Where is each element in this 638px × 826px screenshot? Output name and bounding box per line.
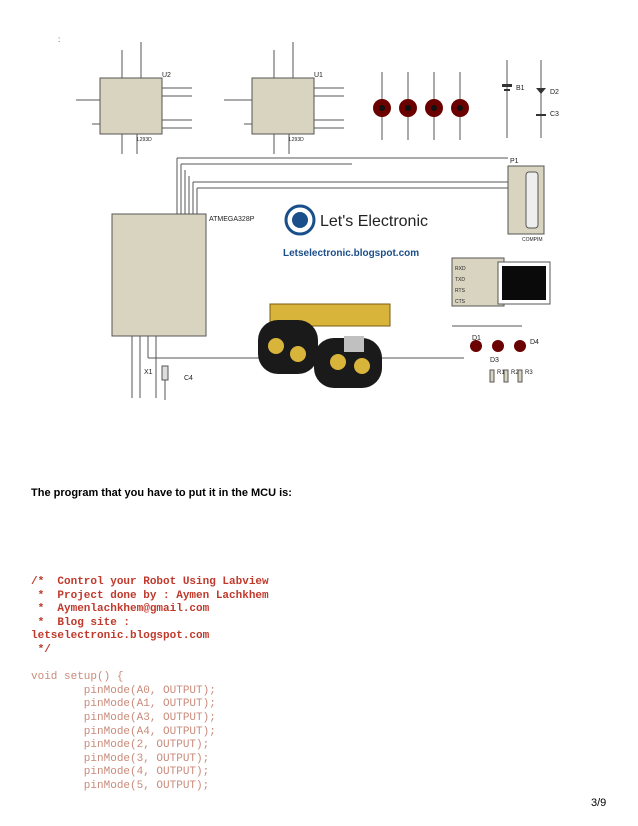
circuit-schematic: : U2 L293D U1 L293D (58, 35, 559, 400)
chip-u2-part: L293D (137, 137, 152, 143)
code-line: pinMode(A3, OUTPUT); (31, 711, 216, 724)
blog-url: Letselectronic.blogspot.com (283, 248, 419, 259)
motors (373, 72, 469, 140)
cap4-label: C4 (184, 375, 193, 382)
led-d1-label: D1 (472, 335, 481, 342)
chip-u1: U1 L293D (224, 42, 344, 154)
code-listing: /* Control your Robot Using Labview * Pr… (31, 576, 269, 794)
svg-text::: : (58, 35, 60, 44)
code-comment-line: * Aymenlachkhem@gmail.com (31, 603, 210, 616)
led-d4-label: D4 (530, 339, 539, 346)
robot-chassis-image (258, 303, 391, 388)
lets-electronic-logo: Let's Electronic Letselectronic.blogspot… (283, 204, 428, 259)
resistor-r1-label: R1 (497, 370, 505, 376)
code-comment-line: letselectronic.blogspot.com (31, 630, 210, 643)
code-line: pinMode(A4, OUTPUT); (31, 725, 216, 738)
code-line: pinMode(5, OUTPUT); (31, 779, 210, 792)
resistor-r3-label: R3 (525, 370, 533, 376)
chip-u2: U2 L293D (76, 42, 192, 154)
code-comment-line: * Project done by : Aymen Lachkhem (31, 589, 269, 602)
leds-section: D1 D3 D4 R1 R2 R3 (452, 325, 539, 383)
power-section: B1 D2 C3 (502, 60, 559, 138)
code-line: void setup() { (31, 671, 124, 684)
battery-label: B1 (516, 85, 525, 92)
connector-p1: P1 COMPIM (507, 158, 545, 243)
virtual-terminal: RXD TXD RTS CTS (451, 257, 551, 307)
led-d3-label: D3 (490, 357, 499, 364)
program-intro-text: The program that you have to put it in t… (31, 487, 292, 499)
connector-part: COMPIM (522, 237, 543, 243)
diode-label: D2 (550, 89, 559, 96)
terminal-cts: CTS (455, 299, 466, 305)
code-line: pinMode(3, OUTPUT); (31, 752, 210, 765)
code-line: pinMode(A0, OUTPUT); (31, 684, 216, 697)
code-comment-line: * Blog site : (31, 616, 131, 629)
crystal-x1: X1 C4 (144, 365, 193, 400)
mcu-name: ATMEGA328P (209, 216, 255, 223)
chip-u1-part: L293D (289, 137, 304, 143)
terminal-txd: TXD (455, 277, 465, 283)
crystal-label: X1 (144, 369, 153, 376)
page-number: 3/9 (591, 797, 607, 809)
resistor-r2-label: R2 (511, 370, 519, 376)
code-line: pinMode(A1, OUTPUT); (31, 698, 216, 711)
chip-u2-label: U2 (162, 72, 171, 79)
code-comment-line: /* Control your Robot Using Labview (31, 576, 269, 588)
terminal-rts: RTS (455, 288, 466, 294)
code-line: pinMode(4, OUTPUT); (31, 766, 210, 779)
chip-u1-label: U1 (314, 72, 323, 79)
code-line: pinMode(2, OUTPUT); (31, 739, 210, 752)
terminal-rxd: RXD (455, 266, 466, 272)
code-comment-line: */ (31, 643, 51, 656)
connector-label: P1 (510, 158, 519, 165)
logo-text: Let's Electronic (320, 213, 428, 230)
mcu-atmega: ATMEGA328P (111, 157, 508, 398)
cap-label: C3 (550, 111, 559, 118)
